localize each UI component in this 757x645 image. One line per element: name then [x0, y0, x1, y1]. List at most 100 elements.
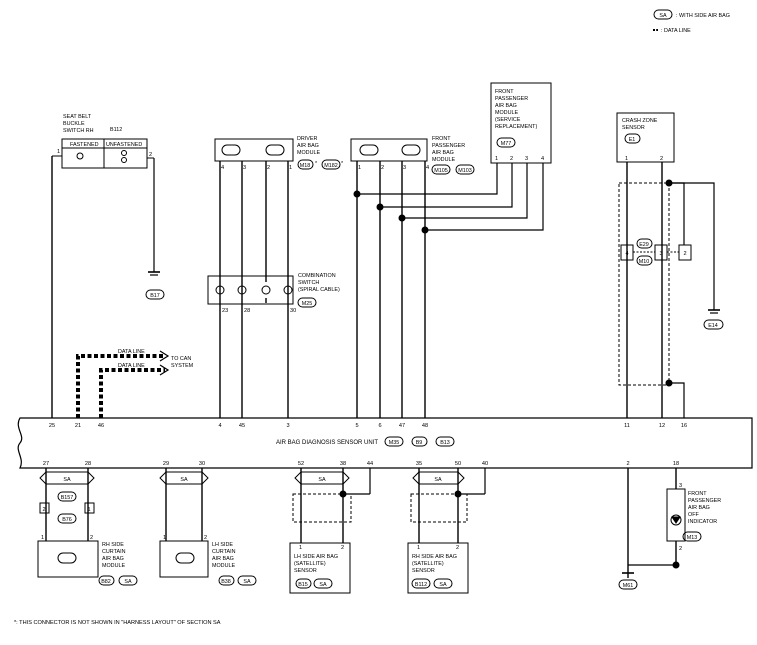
ground-b17-tag	[145, 289, 165, 300]
data-line-label: DATA LINE	[118, 349, 145, 355]
rh-curtain-label: RH SIDE	[102, 542, 124, 548]
pin-label: 28	[244, 308, 250, 314]
rh-side-sensor-label: SENSOR	[412, 568, 435, 574]
combination-switch-label: SWITCH	[298, 280, 319, 286]
pin-label: 2	[660, 156, 663, 162]
main-pin: 44	[367, 461, 373, 467]
lh-side-sensor-connector: B15	[298, 582, 308, 588]
lh-curtain-connector: B38	[221, 579, 231, 585]
service-module-connector: M77	[501, 141, 512, 147]
service-module-label: FRONT	[495, 89, 514, 95]
seat-belt-connector: B112	[110, 127, 122, 133]
main-pin: 16	[681, 423, 687, 429]
sa-tag: SA	[180, 477, 188, 483]
main-pin: 35	[416, 461, 422, 467]
seat-belt-unfastened: UNFASTENED	[106, 142, 142, 148]
crash-zone-connector: E1	[629, 137, 636, 143]
pass-bag-label: FRONT	[432, 136, 451, 142]
main-pin: 2	[626, 461, 629, 467]
driver-bag-label: DRIVER	[297, 136, 317, 142]
main-pin: 40	[482, 461, 488, 467]
driver-squib-2-icon	[265, 144, 285, 156]
service-module-label: REPLACEMENT)	[495, 124, 537, 130]
driver-air-bag-box	[214, 138, 294, 162]
service-module-label: MODULE	[495, 110, 518, 116]
rh-side-sensor-box	[407, 542, 469, 594]
rh-curtain-connector: B82	[101, 579, 111, 585]
pin-label: 1	[358, 165, 361, 171]
rh-curtain-label: MODULE	[102, 563, 125, 569]
main-unit-label: AIR BAG DIAGNOSIS SENSOR UNIT	[276, 440, 378, 446]
lh-side-sensor-label: LH SIDE AIR BAG	[294, 554, 338, 560]
legend-sa-desc: : WITH SIDE AIR BAG	[676, 13, 730, 19]
rh-curtain-label: CURTAIN	[102, 549, 126, 555]
sa-tag: SA	[318, 477, 326, 483]
driver-bag-connector: M18	[300, 163, 311, 169]
sa-tag: SA	[124, 579, 132, 585]
main-pin: 52	[298, 461, 304, 467]
pin-label: 30	[290, 308, 296, 314]
pass-indicator-label: OFF	[688, 512, 699, 518]
main-pin: 12	[659, 423, 665, 429]
main-pin: 18	[673, 461, 679, 467]
sa-tag: SA	[63, 477, 71, 483]
lh-side-sensor-label: SENSOR	[294, 568, 317, 574]
pin-label: 2	[149, 152, 152, 158]
pin-label: 4	[221, 165, 224, 171]
driver-squib-1-icon	[221, 144, 241, 156]
driver-bag-star: *	[315, 161, 318, 167]
air-bag-diagnosis-unit-box[interactable]	[17, 417, 753, 469]
pin-label: 2	[204, 535, 207, 541]
data-line-upper	[76, 354, 165, 418]
main-pin: 47	[399, 423, 405, 429]
pin-label: 2	[456, 545, 459, 551]
pin-label: 4	[426, 165, 429, 171]
seat-belt-label: SEAT BELT	[63, 114, 92, 120]
lh-curtain-label: MODULE	[212, 563, 235, 569]
main-pin: 21	[75, 423, 81, 429]
pass-bag-label: PASSENGER	[432, 143, 465, 149]
main-pin: 45	[239, 423, 245, 429]
data-line-label: DATA LINE	[118, 363, 145, 369]
rh-side-sensor-label: RH SIDE AIR BAG	[412, 554, 457, 560]
sa-tag: SA	[319, 582, 327, 588]
main-unit-connector: M35	[389, 440, 400, 446]
seat-belt-label: SWITCH RH	[63, 128, 94, 134]
pin-label: 2	[341, 545, 344, 551]
pin-label: 1	[289, 165, 292, 171]
rh-curtain-box	[37, 540, 99, 578]
pass-bag-connector: M103	[458, 168, 472, 174]
main-pin: 29	[163, 461, 169, 467]
crash-zone-sensor-box	[616, 112, 675, 163]
legend-sa-text-tag: SA	[659, 13, 667, 19]
pass-squib-1-icon	[359, 144, 379, 156]
combination-switch-label: (SPIRAL CABLE)	[298, 287, 340, 293]
wire-pin-16	[669, 382, 685, 418]
pin-label: 3	[403, 165, 406, 171]
pin-label: 1	[299, 545, 302, 551]
pin-label: 2	[90, 535, 93, 541]
pin-label: 1	[87, 507, 90, 513]
pin-label: 1	[163, 535, 166, 541]
pin-label: 3	[659, 251, 662, 257]
main-pin: 28	[85, 461, 91, 467]
pin-label: 1	[495, 156, 498, 162]
pin-label: 4	[625, 251, 628, 257]
combination-switch-box	[207, 275, 294, 305]
pass-indicator-label: AIR BAG	[688, 505, 710, 511]
rh-curtain-inline: B76	[62, 517, 72, 523]
pass-indicator-label: PASSENGER	[688, 498, 721, 504]
main-pin: 50	[455, 461, 461, 467]
main-pin: 27	[43, 461, 49, 467]
footnote: *: THIS CONNECTOR IS NOT SHOWN IN "HARNE…	[14, 620, 221, 626]
rh-side-sensor-connector: B112	[415, 582, 427, 588]
data-line-lower	[99, 368, 165, 418]
driver-bag-label: AIR BAG	[297, 143, 319, 149]
service-module-label: (SERVICE	[495, 117, 521, 123]
pass-bag-label: AIR BAG	[432, 150, 454, 156]
main-pin: 4	[218, 423, 221, 429]
service-module-label: PASSENGER	[495, 96, 528, 102]
main-pin: 5	[355, 423, 358, 429]
rh-curtain-inline: B157	[61, 495, 74, 501]
